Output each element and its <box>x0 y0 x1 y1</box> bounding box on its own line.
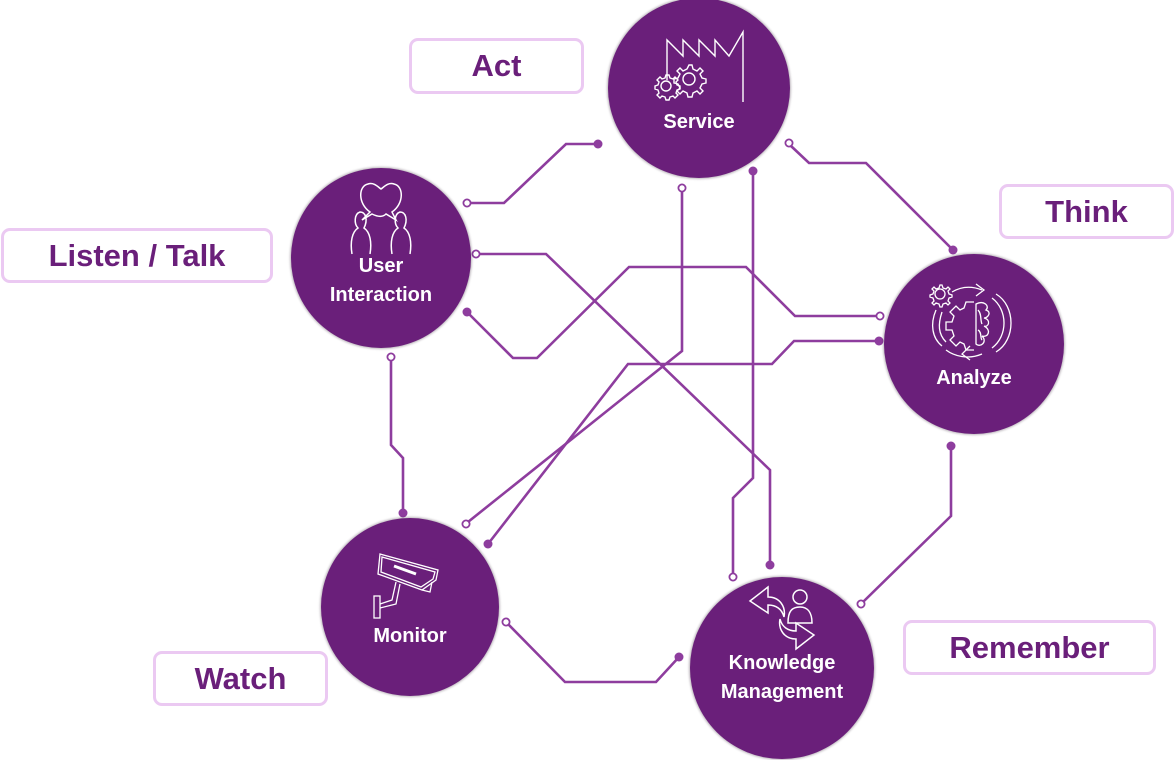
connector-user-analyze <box>466 265 877 360</box>
node-label: Service <box>663 111 735 133</box>
connector-analyze-knowledge <box>862 446 953 603</box>
node-label-line2: Management <box>720 681 844 703</box>
node-analyze[interactable]: Analyze <box>884 254 1064 434</box>
connector-dot <box>874 336 884 346</box>
tag-watch: Watch <box>153 651 328 706</box>
tag-label: Remember <box>949 629 1110 665</box>
node-label-line1: User <box>358 255 404 277</box>
connector-dot <box>398 508 408 518</box>
connector-ring <box>501 617 511 627</box>
tag-listen-talk: Listen / Talk <box>1 228 273 283</box>
person-exchange-arrows-icon <box>748 585 816 651</box>
node-knowledge-management[interactable]: Knowledge Management <box>690 577 874 759</box>
connector-dot <box>748 166 758 176</box>
connector-ring <box>784 138 794 148</box>
connector-dot <box>765 560 775 570</box>
connector-user-monitor <box>389 360 405 513</box>
tag-remember: Remember <box>903 620 1156 675</box>
node-label: Monitor <box>373 625 447 647</box>
node-service[interactable]: Service <box>608 0 790 178</box>
people-conversation-icon <box>350 182 412 255</box>
connector-dot <box>593 139 603 149</box>
node-user-interaction[interactable]: User Interaction <box>291 168 471 348</box>
connector-dot <box>462 307 472 317</box>
node-label-line1: Knowledge <box>728 652 836 674</box>
connector-dot <box>948 245 958 255</box>
factory-gears-icon <box>654 29 744 102</box>
connector-ring <box>386 352 396 362</box>
connector-ring <box>875 311 885 321</box>
connector-user-service <box>470 142 598 205</box>
connector-monitor-knowledge <box>507 623 680 684</box>
connector-ring <box>677 183 687 193</box>
tag-label: Think <box>1045 193 1128 229</box>
connector-dot <box>674 652 684 662</box>
connector-dot <box>946 441 956 451</box>
connector-ring <box>471 249 481 259</box>
connector-ring <box>461 519 471 529</box>
connector-service-analyze <box>790 145 954 251</box>
tag-label: Act <box>471 48 522 83</box>
connector-ring <box>462 198 472 208</box>
tag-label: Listen / Talk <box>48 237 226 273</box>
tag-think: Think <box>999 184 1174 239</box>
connector-analyze-monitor <box>486 339 879 545</box>
connector-service-knowledge <box>731 171 755 574</box>
connector-ring <box>728 572 738 582</box>
security-camera-icon <box>373 553 439 619</box>
connector-ring <box>856 599 866 609</box>
connector-user-knowledge <box>479 252 772 563</box>
node-monitor[interactable]: Monitor <box>321 518 499 696</box>
connector-service-monitor <box>467 191 684 524</box>
tag-label: Watch <box>194 660 287 696</box>
connector-dot <box>483 539 493 549</box>
node-label: Analyze <box>936 367 1012 389</box>
node-label-line2: Interaction <box>329 284 433 306</box>
tag-act: Act <box>409 38 584 94</box>
gear-brain-cycle-icon <box>929 283 1012 361</box>
